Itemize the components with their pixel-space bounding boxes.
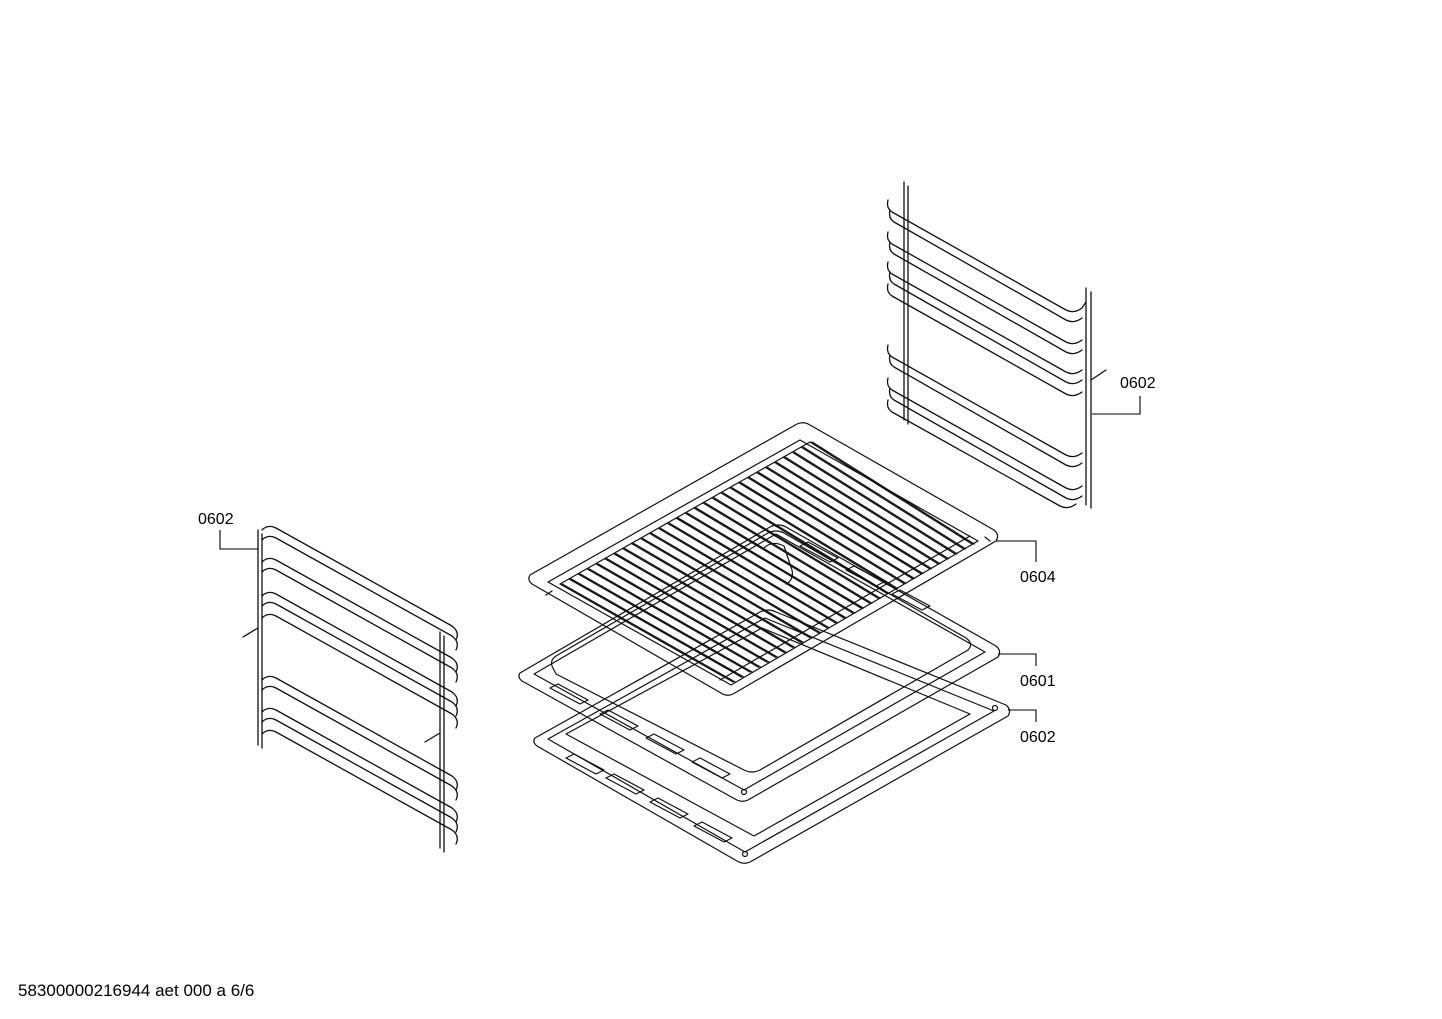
grid-wire bbox=[597, 563, 770, 663]
grid-wire bbox=[746, 476, 913, 580]
grid-shelf bbox=[528, 422, 999, 696]
grid-wire bbox=[675, 517, 845, 619]
grid-wire bbox=[737, 481, 905, 585]
grid-wire bbox=[641, 537, 813, 639]
grid-wire bbox=[595, 563, 768, 663]
drawing-footer-id: 58300000216944 aet 000 a 6/6 bbox=[18, 981, 255, 1000]
callout-right-rack: 0602 bbox=[1120, 375, 1156, 392]
grid-wire bbox=[612, 552, 785, 654]
callout-baking-tray: 0601 bbox=[1020, 673, 1056, 690]
lower-tray bbox=[533, 609, 1011, 864]
grid-wire bbox=[775, 461, 941, 565]
grid-wire bbox=[588, 568, 762, 668]
grid-wire bbox=[579, 573, 753, 673]
callout-grid-shelf: 0604 bbox=[1020, 569, 1056, 586]
grid-wire bbox=[668, 522, 839, 624]
grid-wire bbox=[586, 568, 760, 668]
grid-wire bbox=[782, 456, 947, 560]
grid-wire bbox=[729, 487, 896, 589]
grid-wire bbox=[791, 451, 956, 555]
grid-wire bbox=[766, 466, 933, 570]
grid-wire bbox=[695, 507, 864, 609]
grid-wire bbox=[559, 583, 734, 683]
grid-wire bbox=[802, 446, 967, 550]
grid-wire bbox=[740, 481, 907, 585]
grid-wire bbox=[755, 471, 922, 575]
grid-wire bbox=[684, 512, 854, 614]
callout-left-rack: 0602 bbox=[198, 511, 234, 528]
grid-wire bbox=[784, 456, 950, 560]
callout-lower-tray: 0602 bbox=[1020, 729, 1056, 746]
grid-wire bbox=[568, 578, 743, 678]
grid-wire bbox=[773, 461, 939, 565]
grid-wire bbox=[639, 537, 811, 639]
grid-wire bbox=[758, 471, 924, 575]
grid-wire bbox=[666, 522, 837, 624]
right-side-rack: 0602 bbox=[886, 181, 1156, 509]
grid-wire bbox=[809, 441, 973, 545]
grid-wire bbox=[749, 476, 916, 580]
grid-wire bbox=[606, 558, 779, 658]
grid-wire bbox=[577, 573, 751, 673]
grid-wire bbox=[693, 507, 862, 609]
grid-wire bbox=[657, 527, 828, 629]
grid-wire bbox=[615, 552, 788, 654]
grid-wire bbox=[650, 532, 822, 634]
left-side-rack: 0602 bbox=[198, 511, 458, 853]
grid-wire bbox=[561, 583, 736, 683]
grid-wire bbox=[711, 497, 879, 599]
grid-wire bbox=[624, 547, 796, 649]
grid-wire bbox=[704, 502, 873, 604]
grid-wire bbox=[570, 578, 745, 678]
grid-wire bbox=[604, 558, 777, 658]
grid-wire bbox=[621, 547, 794, 649]
grid-wire bbox=[659, 527, 830, 629]
grid-wire bbox=[764, 466, 930, 570]
grid-wire bbox=[811, 441, 975, 545]
grid-wire bbox=[713, 497, 881, 599]
grid-wire bbox=[633, 542, 805, 644]
grid-shelf-wires bbox=[559, 441, 975, 683]
grid-wire bbox=[686, 512, 856, 614]
grid-wire bbox=[800, 446, 965, 550]
grid-wire bbox=[677, 517, 847, 619]
baking-tray bbox=[518, 524, 1001, 802]
grid-wire bbox=[731, 487, 898, 589]
grid-wire bbox=[630, 542, 802, 644]
grid-wire bbox=[793, 451, 958, 555]
grid-wire bbox=[648, 532, 819, 634]
